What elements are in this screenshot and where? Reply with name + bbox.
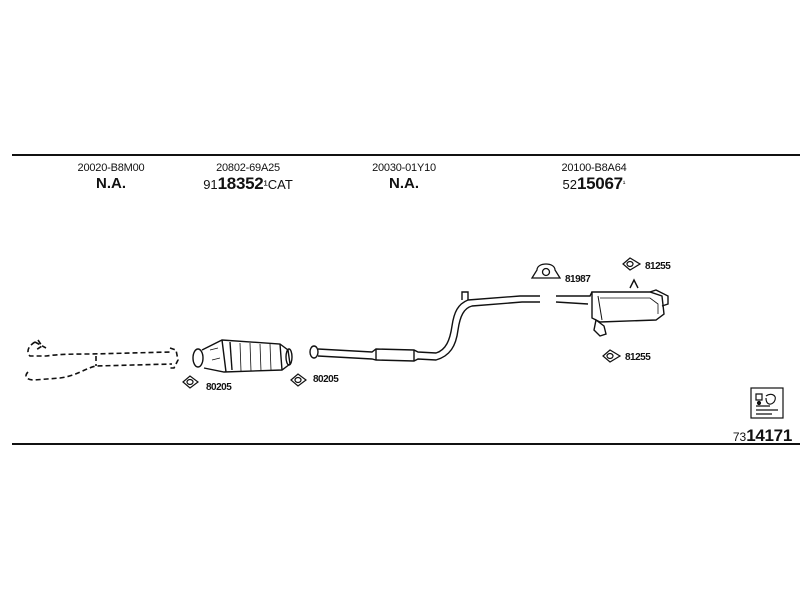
- gasket-icon[interactable]: [182, 375, 199, 389]
- top-rule: [12, 154, 800, 156]
- middle-pipe-icon[interactable]: [309, 291, 540, 362]
- catalog-main: 14171: [746, 426, 792, 445]
- part-number-main: N.A.: [96, 175, 126, 192]
- part-number: N.A.: [314, 174, 494, 194]
- part-number-main: 18352: [217, 174, 264, 193]
- hanger-label-top: 81255: [645, 261, 671, 272]
- part-number-prefix: 91: [203, 177, 218, 192]
- fitting-instructions-icon[interactable]: [750, 387, 784, 419]
- gasket-label-rear: 80205: [313, 374, 339, 385]
- front-pipe-icon[interactable]: [25, 339, 179, 381]
- rear-muffler-icon[interactable]: [555, 278, 669, 337]
- part-number-prefix: 52: [562, 177, 577, 192]
- oem-number: 20020-B8M00: [77, 162, 145, 174]
- column-catalytic-converter[interactable]: 20802-69A25 9118352¹CAT: [158, 162, 338, 195]
- gasket-label-front: 80205: [206, 382, 232, 393]
- oem-number: 20802-69A25: [216, 162, 280, 174]
- bottom-rule: [12, 443, 800, 445]
- hanger-label-bottom: 81255: [625, 352, 651, 363]
- column-middle-pipe[interactable]: 20030-01Y10 N.A.: [314, 162, 494, 194]
- column-rear-muffler[interactable]: 20100-B8A64 5215067¹: [504, 162, 684, 195]
- part-number-suffix: ¹CAT: [263, 177, 293, 192]
- hanger-icon[interactable]: [622, 257, 642, 271]
- gasket-icon[interactable]: [290, 373, 307, 387]
- part-number: 5215067¹: [504, 174, 684, 195]
- part-number-suffix: ¹: [622, 179, 626, 188]
- catalytic-converter-icon[interactable]: [192, 339, 293, 373]
- part-number-main: N.A.: [389, 175, 419, 192]
- column-front-pipe[interactable]: 20020-B8M00 N.A.: [21, 162, 201, 194]
- part-number: 9118352¹CAT: [158, 174, 338, 195]
- catalog-prefix: 73: [732, 430, 747, 444]
- oem-number: 20030-01Y10: [372, 162, 436, 174]
- oem-number: 20100-B8A64: [561, 162, 627, 174]
- part-number-main: 15067: [577, 174, 623, 193]
- catalog-number: 7314171: [733, 426, 792, 446]
- clamp-icon[interactable]: [530, 263, 562, 279]
- hanger-icon[interactable]: [602, 349, 622, 363]
- part-number: N.A.: [21, 174, 201, 194]
- clamp-label: 81987: [565, 274, 591, 285]
